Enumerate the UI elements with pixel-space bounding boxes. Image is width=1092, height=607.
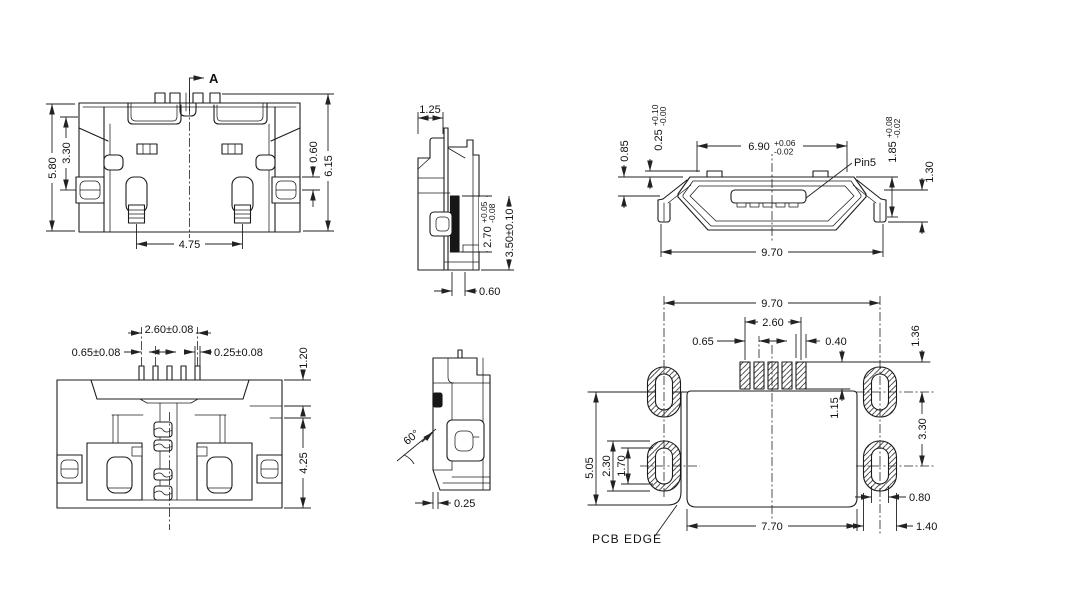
dim-leg-span: 4.75 — [179, 239, 200, 251]
top-view-dimensions: 5.80 3.30 0.60 6.15 4.75 — [46, 93, 335, 251]
footprint-linework — [587, 361, 931, 508]
pin5-label: Pin5 — [854, 157, 876, 169]
dim-pin-pitch: 0.65 — [692, 336, 713, 348]
dim-chamfer-angle: 60° — [401, 428, 421, 448]
footprint-view: 9.70 2.60 0.65 0.40 1.36 1.15 3.30 5.05 … — [584, 296, 937, 546]
dim-height-left: 5.80 — [47, 157, 59, 178]
side-view-upper: 1.25 2.70 +0.05 -0.08 3.50±0.10 0.60 — [417, 104, 516, 298]
dim-pin-width: 0.40 — [825, 336, 846, 348]
svg-text:1.85: 1.85 — [887, 141, 899, 162]
dim-pin-width: 0.25±0.08 — [214, 347, 263, 359]
svg-text:-0.02: -0.02 — [892, 118, 902, 138]
top-view-linework — [75, 92, 301, 233]
pcb-edge-leader — [654, 504, 678, 537]
dim-hole-height: 1.70 — [616, 455, 628, 476]
svg-text:-0.00: -0.00 — [658, 106, 668, 126]
dim-leg-height: 1.30 — [924, 161, 936, 182]
dim-foot-width: 0.25 — [454, 498, 475, 510]
dim-pad-height: 2.30 — [601, 455, 613, 476]
side-view-lower: 60° 0.25 — [396, 349, 491, 510]
dim-mouth-depth: 2.70 +0.05 -0.08 — [479, 197, 497, 251]
svg-text:-0.02: -0.02 — [774, 147, 794, 157]
dim-mouth-width: 6.90 +0.06 -0.02 — [741, 138, 803, 157]
dim-top-step: 1.20 — [298, 347, 310, 368]
dim-pin-span: 2.60±0.08 — [145, 324, 194, 336]
dim-foot-offset: 0.60 — [479, 286, 500, 298]
pcb-edge-label: PCB EDGE — [592, 532, 662, 546]
dim-body-depth: 4.25 — [298, 452, 310, 473]
section-arrow-icon — [189, 75, 204, 103]
dim-pad-span: 9.70 — [761, 298, 782, 310]
pin-pad — [739, 361, 751, 390]
dim-edge-height: 5.05 — [584, 457, 596, 478]
pin-pad — [767, 361, 779, 390]
svg-text:6.90: 6.90 — [748, 141, 769, 153]
dim-body-width: 7.70 — [761, 521, 782, 533]
svg-text:+0.06: +0.06 — [774, 138, 796, 148]
front-view: Pin5 0.25 +0.10 -0.00 0.85 6.90 +0.06 -0… — [618, 104, 936, 259]
dim-tab: 0.60 — [308, 141, 320, 162]
bottom-view-dimensions: 2.60±0.08 0.65±0.08 0.25±0.08 1.20 4.25 — [72, 324, 311, 509]
dim-overall-width: 9.70 — [761, 247, 782, 259]
pin-pad — [781, 361, 793, 390]
dim-height-right: 6.15 — [323, 155, 335, 176]
dim-shell-height: 1.85 +0.08 -0.02 — [884, 112, 902, 166]
dim-pad-width: 1.40 — [916, 521, 937, 533]
footprint-dimensions: 9.70 2.60 0.65 0.40 1.36 1.15 3.30 5.05 … — [584, 297, 937, 533]
dim-tab-height: 0.25 +0.10 -0.00 — [650, 104, 668, 150]
pin-pad — [795, 361, 807, 390]
svg-text:2.70: 2.70 — [482, 226, 494, 247]
pin5-leader — [805, 162, 853, 199]
dim-pin-length: 1.15 — [829, 397, 841, 418]
dim-total-depth: 3.50±0.10 — [504, 209, 516, 258]
top-view: A 5.80 3.30 0.60 6.15 4.75 — [46, 71, 335, 251]
svg-text:+0.10: +0.10 — [650, 104, 660, 126]
dim-pin-span: 2.60 — [762, 317, 783, 329]
dim-top-width: 1.25 — [419, 104, 440, 116]
bottom-view: 2.60±0.08 0.65±0.08 0.25±0.08 1.20 4.25 — [56, 324, 311, 530]
front-view-dimensions: 0.25 +0.10 -0.00 0.85 6.90 +0.06 -0.02 1… — [618, 104, 936, 259]
svg-text:0.25: 0.25 — [653, 129, 665, 150]
side-view-upper-dimensions: 1.25 2.70 +0.05 -0.08 3.50±0.10 0.60 — [417, 104, 516, 298]
dim-step: 0.85 — [619, 140, 631, 161]
bottom-view-linework — [56, 365, 283, 509]
svg-text:+0.08: +0.08 — [884, 116, 894, 138]
pin-pad — [753, 361, 765, 390]
footprint-centerlines — [640, 296, 935, 534]
dim-hole-width: 0.80 — [909, 492, 930, 504]
svg-text:-0.08: -0.08 — [487, 203, 497, 223]
side-view-upper-linework — [417, 127, 480, 271]
dim-pad-top-offset: 1.36 — [910, 325, 922, 346]
side-view-lower-linework — [432, 349, 491, 491]
dim-pad-v-pitch: 3.30 — [917, 418, 929, 439]
dim-inner-height: 3.30 — [61, 142, 73, 163]
svg-text:+0.05: +0.05 — [479, 201, 489, 223]
dim-pin-pitch: 0.65±0.08 — [72, 347, 121, 359]
section-label: A — [209, 71, 219, 86]
